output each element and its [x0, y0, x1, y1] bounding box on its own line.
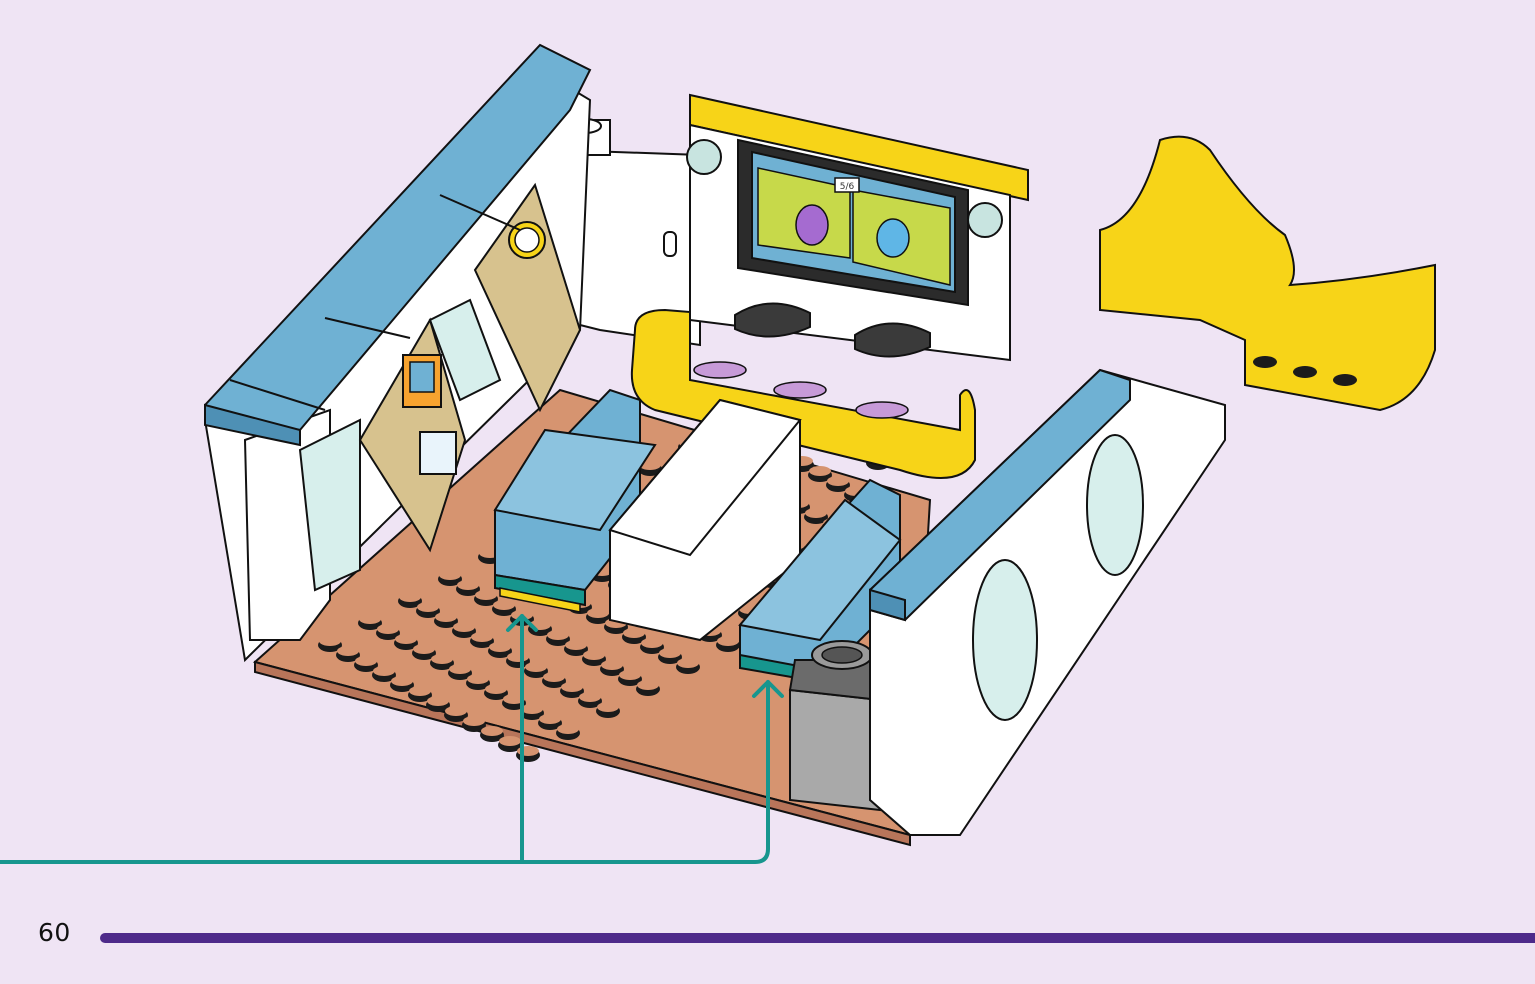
baseplate-stud-top — [359, 614, 381, 624]
baseplate-stud-top — [489, 642, 511, 652]
trash-bin — [788, 640, 882, 812]
baseplate-stud-top — [805, 508, 827, 518]
baseplate-stud-top — [507, 652, 529, 662]
baseplate-stud-top — [337, 646, 359, 656]
baseplate-stud-top — [395, 634, 417, 644]
baseplate-stud-top — [597, 702, 619, 712]
baseplate-stud-top — [439, 570, 461, 580]
baseplate-stud-top — [485, 684, 507, 694]
baseplate-stud-top — [453, 622, 475, 632]
baseplate-stud-top — [471, 632, 493, 642]
baseplate-stud-top — [493, 600, 515, 610]
baseplate-stud-top — [637, 680, 659, 690]
baseplate-stud-top — [619, 670, 641, 680]
baseplate-stud-top — [355, 656, 377, 666]
right-couch — [738, 478, 902, 684]
baseplate-stud-top — [435, 612, 457, 622]
baseplate-stud-top — [587, 608, 609, 618]
page-rule — [100, 933, 1535, 943]
baseplate-stud-top — [623, 628, 645, 638]
baseplate-stud-top — [543, 672, 565, 682]
baseplate-stud-top — [373, 666, 395, 676]
baseplate-stud-top — [827, 476, 849, 486]
baseplate-stud-top — [377, 624, 399, 634]
callout-line — [0, 680, 770, 864]
baseplate-stud-top — [463, 716, 485, 726]
baseplate-stud-top — [641, 638, 663, 648]
baseplate-stud-top — [547, 630, 569, 640]
baseplate-stud-top — [583, 650, 605, 660]
arrowhead-left — [506, 614, 538, 632]
baseplate-stud-top — [413, 644, 435, 654]
arrowhead-right — [752, 680, 784, 698]
baseplate-stud-top — [417, 602, 439, 612]
baseplate-stud-top — [521, 704, 543, 714]
baseplate-stud-top — [503, 694, 525, 704]
baseplate-stud-top — [427, 696, 449, 706]
baseplate-stud-top — [457, 580, 479, 590]
baseplate-stud-top — [677, 658, 699, 668]
baseplate-stud-top — [525, 662, 547, 672]
baseplate-stud-top — [499, 736, 521, 746]
baseplate-stud-top — [449, 664, 471, 674]
baseplate-stud-top — [539, 714, 561, 724]
baseplate-stud-top — [475, 590, 497, 600]
page-number: 60 — [38, 918, 71, 947]
baseplate-stud-top — [557, 724, 579, 734]
baseplate-stud-top — [579, 692, 601, 702]
arcade-machine: 5/6 — [630, 93, 1029, 479]
baseplate-stud-top — [717, 636, 739, 646]
left-wall — [203, 43, 592, 663]
baseplate-stud-top — [431, 654, 453, 664]
right-wall — [869, 368, 1226, 836]
baseplate-stud-top — [467, 674, 489, 684]
yellow-slide — [1099, 135, 1436, 412]
baseplate-stud-top — [409, 686, 431, 696]
baseplate-stud-top — [481, 726, 503, 736]
baseplate-stud-top — [399, 592, 421, 602]
baseplate-stud-top — [659, 648, 681, 658]
baseplate-stud-top — [391, 676, 413, 686]
baseplate-stud-top — [565, 640, 587, 650]
baseplate-stud-top — [809, 466, 831, 476]
callout-arrows — [0, 614, 784, 864]
baseplate-stud-top — [319, 636, 341, 646]
baseplate-stud-top — [445, 706, 467, 716]
baseplate-stud-top — [601, 660, 623, 670]
baseplate-stud-top — [561, 682, 583, 692]
screen-center-label: 5/6 — [840, 182, 855, 192]
